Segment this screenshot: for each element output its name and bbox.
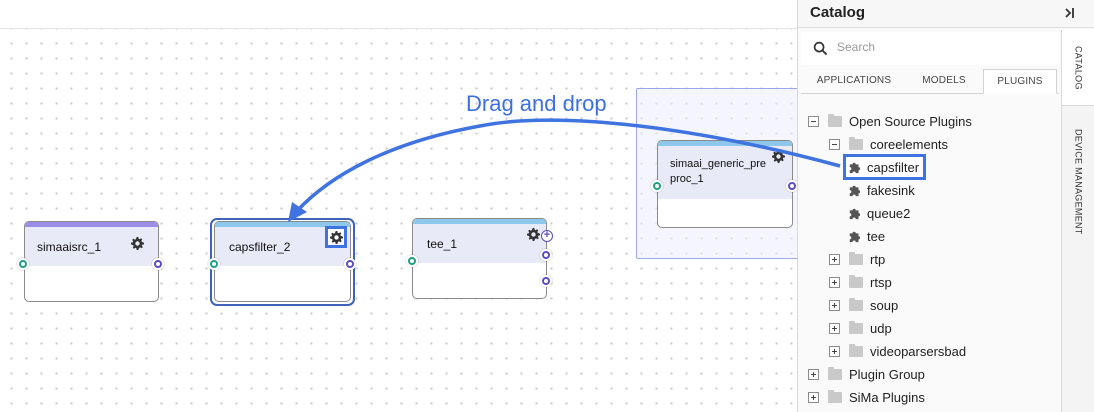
- expand-toggle-icon[interactable]: [829, 253, 840, 265]
- plugin-icon: [849, 208, 861, 220]
- tree-folder-udp[interactable]: udp: [829, 318, 892, 338]
- plugin-icon: [849, 185, 861, 197]
- catalog-title: Catalog: [810, 4, 866, 21]
- node-color-bar: [413, 219, 546, 224]
- input-port[interactable]: [17, 258, 29, 270]
- canvas-toolbar: [0, 0, 797, 29]
- folder-icon: [849, 137, 863, 150]
- tree-item-capsfilter[interactable]: capsfilter: [842, 154, 927, 180]
- tree-item-label: fakesink: [867, 182, 915, 198]
- tree-item-label: videoparsersbad: [870, 343, 967, 359]
- side-tab-catalog[interactable]: CATALOG: [1062, 30, 1094, 106]
- folder-icon: [828, 114, 842, 127]
- node-simaai-generic-preproc[interactable]: simaai_generic_pre proc_1: [657, 140, 793, 228]
- folder-icon: [849, 321, 863, 334]
- tree-item-fakesink[interactable]: fakesink: [848, 180, 915, 200]
- node-capsfilter[interactable]: capsfilter_2: [214, 221, 351, 302]
- tree-item-label: capsfilter: [867, 159, 920, 175]
- folder-icon: [849, 252, 863, 265]
- tree-item-label: Open Source Plugins: [849, 113, 972, 129]
- tree-folder-rtp[interactable]: rtp: [829, 249, 885, 269]
- tree-item-label: SiMa Plugins: [849, 389, 925, 405]
- folder-icon: [849, 275, 863, 288]
- tab-applications[interactable]: APPLICATIONS: [816, 75, 892, 86]
- node-header: [413, 219, 546, 263]
- collapse-toggle-icon[interactable]: [829, 138, 840, 150]
- input-port[interactable]: [208, 258, 220, 270]
- output-port[interactable]: [344, 258, 356, 270]
- node-color-bar: [215, 222, 350, 227]
- tree-item-label: tee: [867, 228, 886, 244]
- output-port[interactable]: [540, 249, 552, 261]
- node-simaaisrc[interactable]: simaaisrc_1: [24, 221, 159, 302]
- expand-toggle-icon[interactable]: [808, 391, 819, 403]
- tree-folder-sima-plugins[interactable]: SiMa Plugins: [808, 387, 925, 407]
- tree-folder-coreelements[interactable]: coreelements: [829, 134, 948, 154]
- gear-icon[interactable]: [330, 231, 343, 244]
- node-title-line1: simaai_generic_pre: [670, 158, 766, 170]
- folder-icon: [849, 344, 863, 357]
- input-port[interactable]: [651, 180, 663, 192]
- output-port[interactable]: [152, 258, 164, 270]
- expand-toggle-icon[interactable]: [829, 345, 840, 357]
- catalog-panel: Catalog APPLICATIONS MODELS PLUGINS CATA…: [797, 0, 1094, 412]
- tree-folder-open-source-plugins[interactable]: Open Source Plugins: [808, 111, 972, 131]
- output-port[interactable]: [786, 180, 797, 192]
- side-tab-strip: CATALOG DEVICE MANAGEMENT: [1061, 30, 1094, 412]
- collapse-panel-icon[interactable]: [1061, 4, 1079, 22]
- node-color-bar: [658, 141, 792, 146]
- search-icon: [813, 41, 828, 56]
- gear-highlight-box: [325, 226, 347, 248]
- folder-icon: [828, 367, 842, 380]
- folder-icon: [849, 298, 863, 311]
- node-color-bar: [25, 222, 158, 227]
- tree-item-label: udp: [870, 320, 892, 336]
- node-title: capsfilter_2: [229, 240, 291, 254]
- output-port[interactable]: [540, 275, 552, 287]
- tree-item-label: soup: [870, 297, 899, 313]
- tree-folder-soup[interactable]: soup: [829, 295, 898, 315]
- gear-icon[interactable]: [131, 237, 144, 250]
- catalog-header: Catalog: [798, 0, 1094, 28]
- tree-item-tee[interactable]: tee: [848, 226, 885, 246]
- tree-item-label: rtp: [870, 251, 886, 267]
- gear-icon[interactable]: [772, 150, 785, 163]
- add-output-icon[interactable]: +: [541, 230, 553, 242]
- node-title: simaaisrc_1: [37, 240, 102, 254]
- plugin-icon: [849, 231, 861, 243]
- search-box[interactable]: [801, 32, 1059, 65]
- catalog-tabs: APPLICATIONS MODELS PLUGINS: [801, 69, 1059, 94]
- folder-icon: [828, 390, 842, 403]
- tab-models[interactable]: MODELS: [922, 75, 966, 86]
- tab-plugins[interactable]: PLUGINS: [983, 69, 1057, 94]
- tree-item-label: Plugin Group: [849, 366, 925, 382]
- node-tee[interactable]: tee_1: [412, 218, 547, 299]
- expand-toggle-icon[interactable]: [829, 276, 840, 288]
- tree-folder-videoparsersbad[interactable]: videoparsersbad: [829, 341, 966, 361]
- tree-item-label: rtsp: [870, 274, 892, 290]
- expand-toggle-icon[interactable]: [829, 322, 840, 334]
- tree-item-label: queue2: [867, 205, 911, 221]
- tree-item-label: coreelements: [870, 136, 949, 152]
- drag-and-drop-label: Drag and drop: [466, 91, 607, 116]
- search-input[interactable]: [837, 40, 1037, 54]
- node-header: [25, 222, 158, 266]
- pipeline-canvas[interactable]: simaaisrc_1 capsfilter_2 tee_1 + simaai_…: [0, 0, 797, 412]
- expand-toggle-icon[interactable]: [808, 368, 819, 380]
- tree-folder-rtsp[interactable]: rtsp: [829, 272, 892, 292]
- node-title: tee_1: [427, 237, 458, 251]
- tree-folder-plugin-group[interactable]: Plugin Group: [808, 364, 925, 384]
- gear-icon[interactable]: [527, 228, 540, 241]
- tree-item-queue2[interactable]: queue2: [848, 203, 910, 223]
- node-title-line2: proc_1: [670, 173, 704, 185]
- plugin-icon: [849, 162, 861, 174]
- side-tab-device-management[interactable]: DEVICE MANAGEMENT: [1073, 129, 1084, 235]
- collapse-toggle-icon[interactable]: [808, 115, 819, 127]
- expand-toggle-icon[interactable]: [829, 299, 840, 311]
- input-port[interactable]: [406, 255, 418, 267]
